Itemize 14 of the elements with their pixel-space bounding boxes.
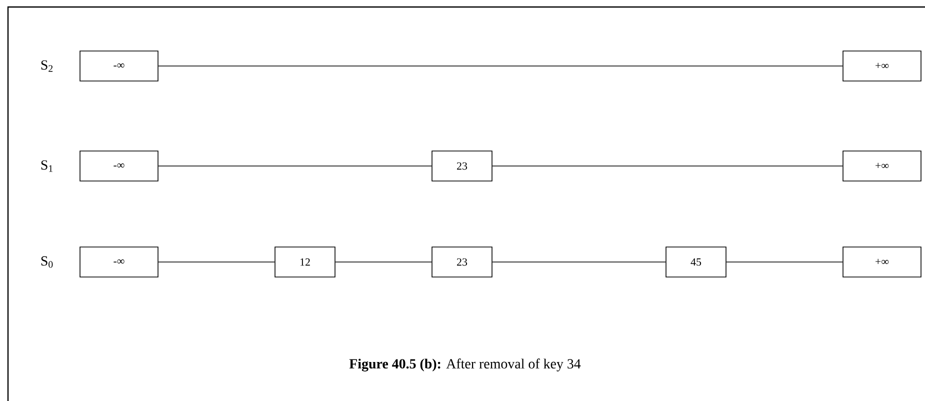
node-box: -∞ (80, 50, 158, 82)
node-box: 23 (432, 246, 492, 278)
node-box: 23 (432, 150, 492, 182)
node-box: 45 (666, 246, 726, 278)
level-label: S$_{0}$ (41, 256, 53, 268)
figure-caption: Figure 40.5 (b): After removal of key 34 (349, 358, 581, 372)
level-label: S$_{2}$ (41, 60, 53, 72)
node-box: +∞ (842, 246, 922, 278)
node-box: 12 (274, 246, 336, 278)
node-box: +∞ (842, 50, 922, 82)
node-box: -∞ (80, 246, 158, 278)
level-label: S$_{1}$ (41, 160, 52, 172)
node-box: -∞ (80, 150, 158, 182)
node-box: +∞ (842, 150, 922, 182)
